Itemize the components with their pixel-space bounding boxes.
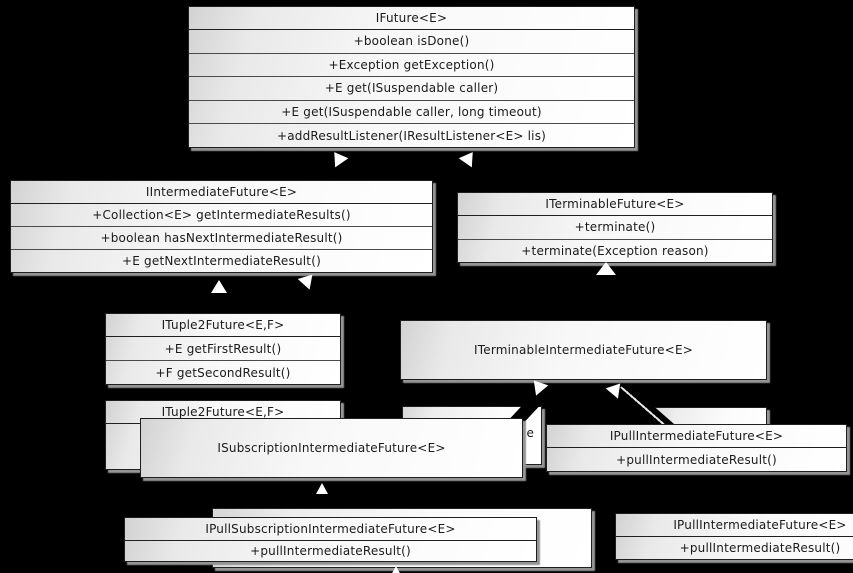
inheritance-arrowhead-icon	[327, 147, 349, 168]
method: +pullIntermediateResult()	[616, 452, 777, 467]
class-title: IFuture<E>	[189, 7, 634, 30]
class-title: IPullSubscriptionIntermediateFuture<E>	[125, 518, 536, 541]
method: +terminate(Exception reason)	[458, 238, 772, 263]
class-ipullintermediatefuture-clipped: IPullIntermediateFuture<E> +pullIntermed…	[615, 513, 853, 560]
method: +E get(ISuspendable caller)	[189, 76, 634, 100]
method: +boolean isDone()	[353, 34, 470, 49]
class-iterminableintermediatefuture: ITerminableIntermediateFuture<E>	[400, 320, 767, 380]
inheritance-arrowhead-icon	[211, 280, 227, 293]
method: +E getFirstResult()	[164, 341, 282, 356]
method: +E get(ISuspendable caller, long timeout…	[189, 99, 634, 124]
class-iterminablefuture: ITerminableFuture<E> +terminate() +termi…	[457, 192, 773, 263]
class-ipullintermediatefuture: IPullIntermediateFuture<E> +pullIntermed…	[546, 424, 847, 472]
class-title: ITerminableFuture<E>	[458, 193, 772, 216]
method: +terminate()	[574, 220, 656, 235]
class-title: ITuple2Future<E,F>	[106, 314, 340, 337]
inheritance-arrowhead-icon	[316, 483, 328, 494]
class-iintermediatefuture: IIntermediateFuture<E> +Collection<E> ge…	[10, 180, 433, 273]
method: +Collection<E> getIntermediateResults()	[92, 208, 351, 222]
class-title: IPullIntermediateFuture<E>	[616, 514, 853, 537]
class-title: ITerminableIntermediateFuture<E>	[474, 343, 693, 357]
method: +pullIntermediateResult()	[250, 544, 411, 558]
method: +pullIntermediateResult()	[679, 541, 841, 555]
class-title: IIntermediateFuture<E>	[11, 181, 432, 204]
method: +addResultListener(IResultListener<E> li…	[189, 123, 634, 147]
class-isubscriptionintermediatefuture: ISubscriptionIntermediateFuture<E>	[140, 418, 523, 478]
class-ifuture: IFuture<E> +boolean isDone() +Exception …	[188, 6, 635, 148]
method: +Exception getException()	[189, 52, 634, 77]
inheritance-arrowhead-icon	[390, 566, 402, 573]
class-ipullsubscriptionintermediatefuture: IPullSubscriptionIntermediateFuture<E> +…	[124, 517, 537, 562]
class-title: ISubscriptionIntermediateFuture<E>	[217, 441, 446, 455]
method: +boolean hasNextIntermediateResult()	[11, 226, 432, 249]
method: +E getNextIntermediateResult()	[11, 249, 432, 272]
inheritance-arrowhead-icon	[596, 262, 616, 275]
occluded-label-fragment: le	[523, 426, 535, 440]
inheritance-arrowhead-icon	[458, 147, 480, 168]
class-ituple2future: ITuple2Future<E,F> +E getFirstResult() +…	[105, 313, 341, 385]
method: +F getSecondResult()	[106, 360, 340, 384]
class-title: IPullIntermediateFuture<E>	[547, 425, 846, 448]
